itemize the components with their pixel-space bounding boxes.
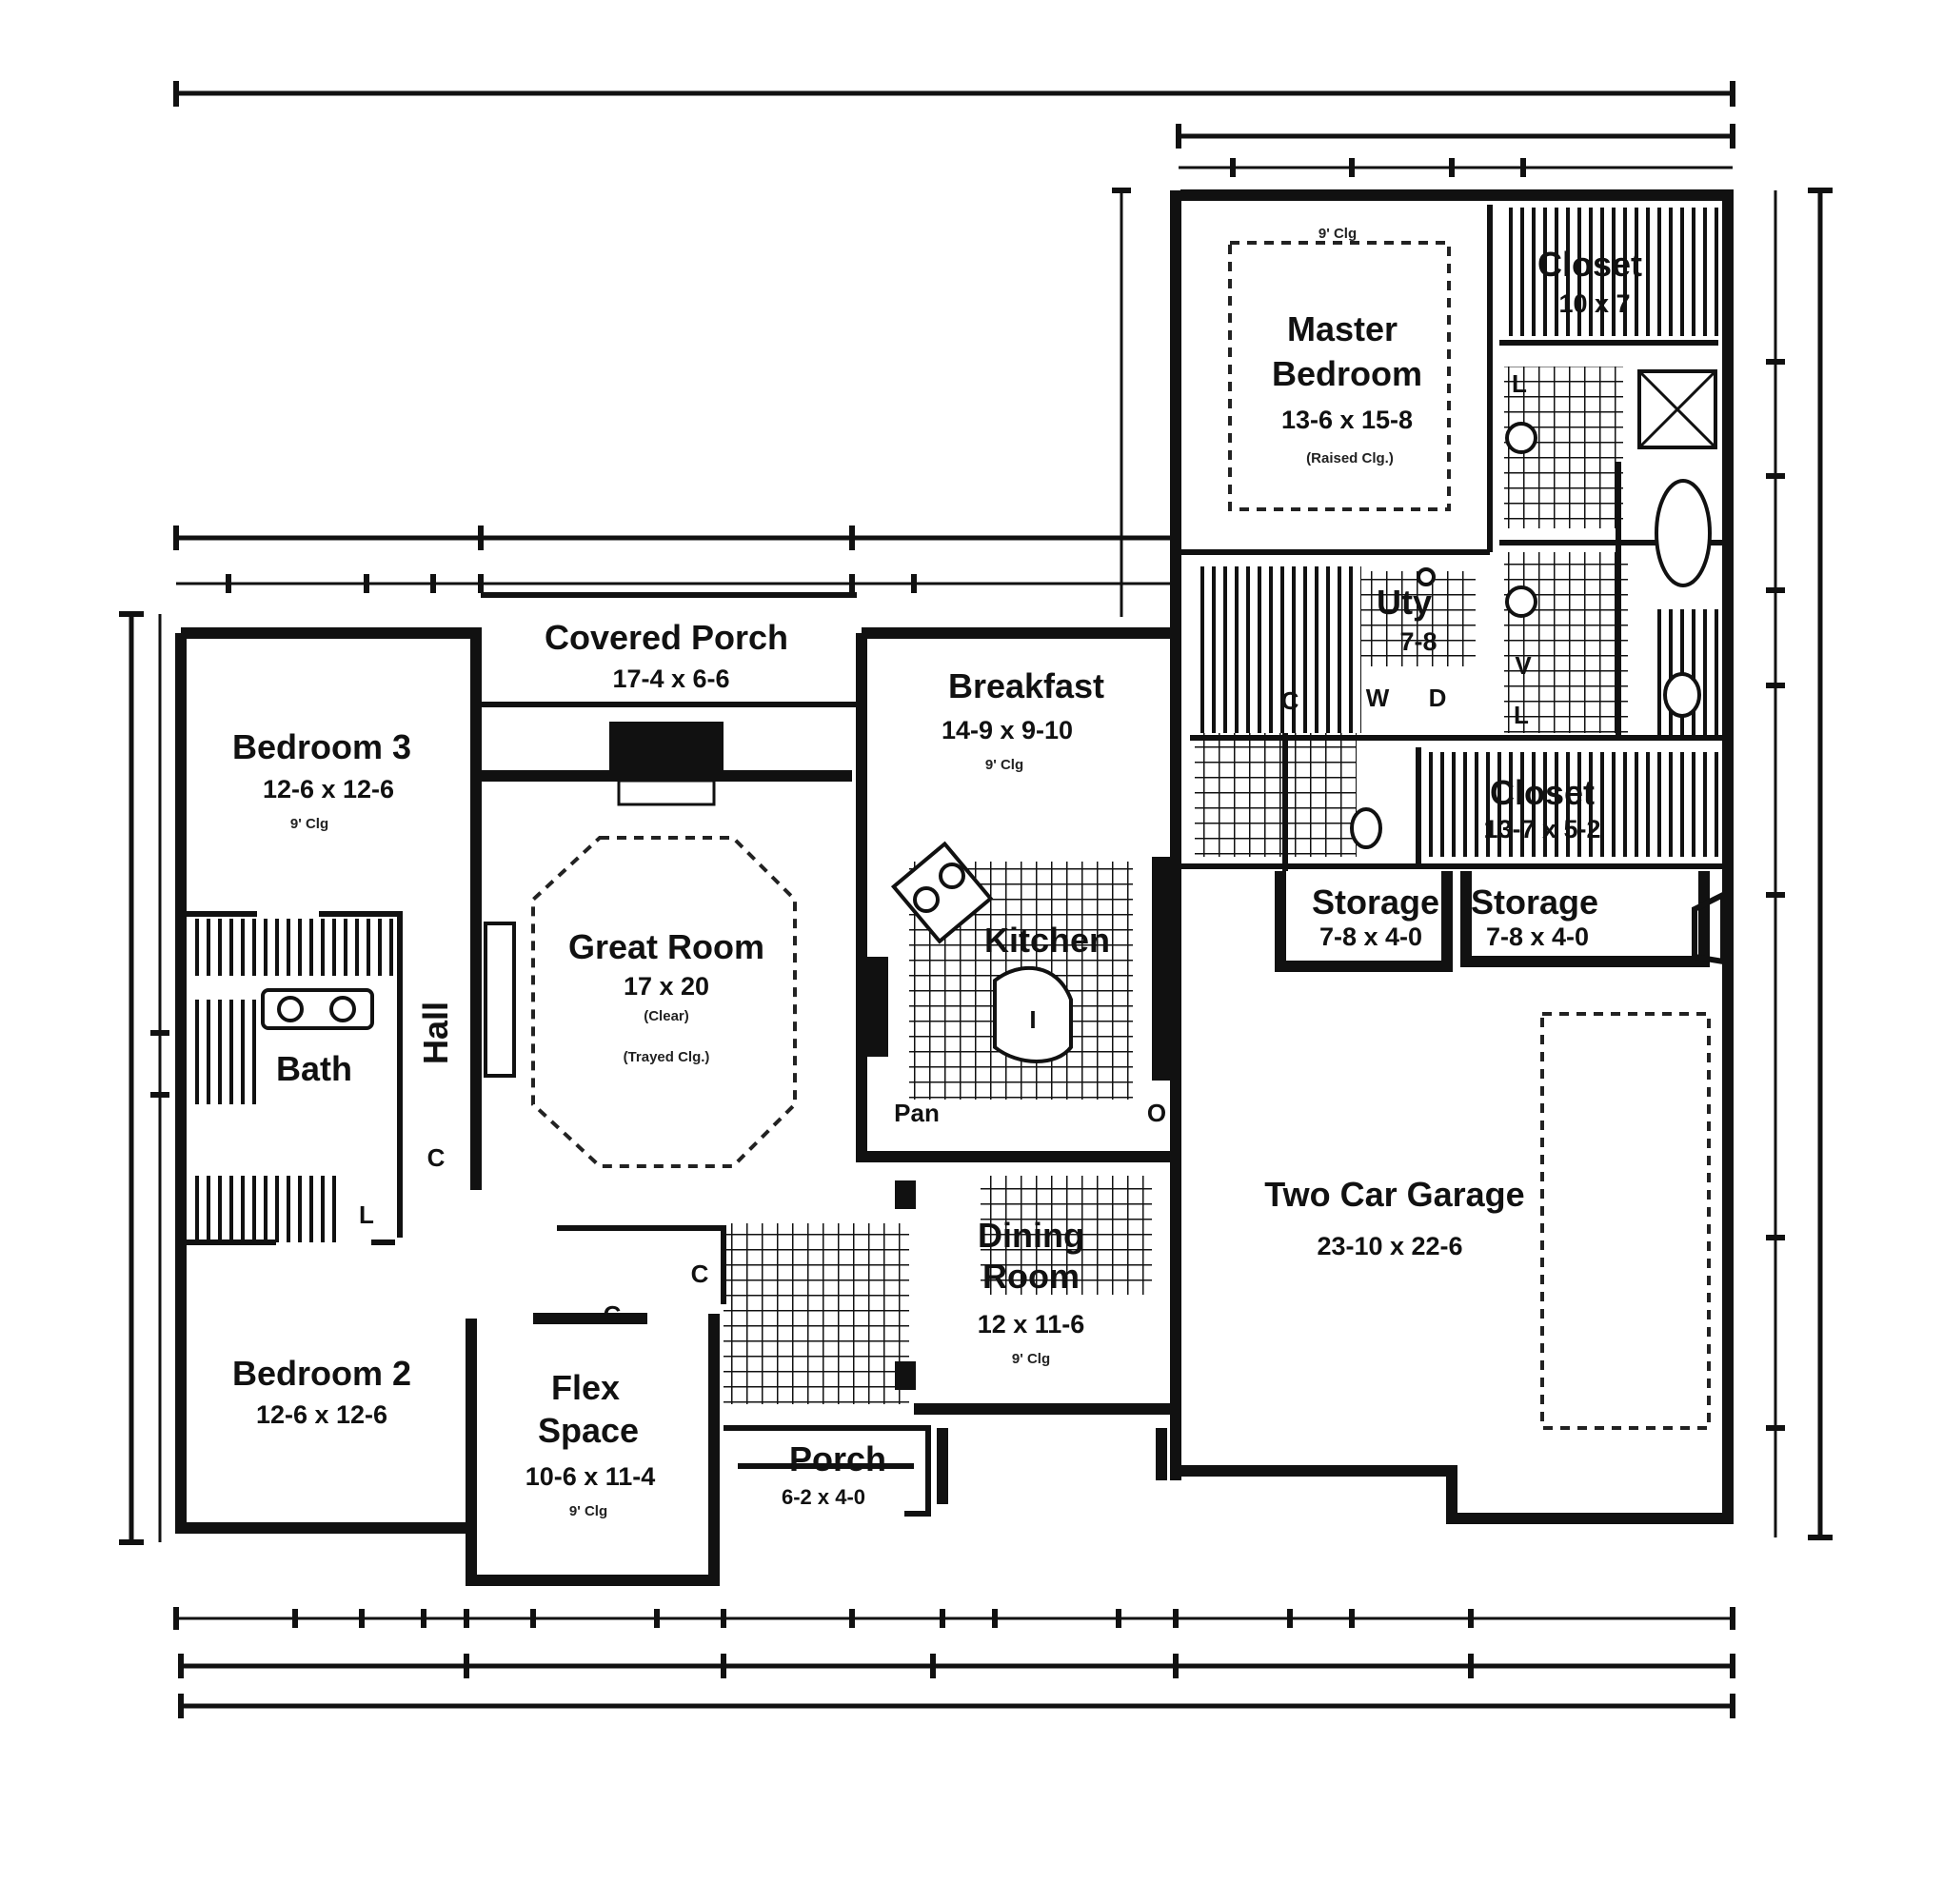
master-note: (Raised Clg.) xyxy=(1306,450,1394,466)
flex-name-line1: Flex xyxy=(551,1368,620,1407)
dining-size: 12 x 11-6 xyxy=(978,1310,1085,1339)
breakfast-name: Breakfast xyxy=(948,666,1104,705)
kitchen-name: Kitchen xyxy=(984,921,1110,960)
bedroom3-size: 12-6 x 12-6 xyxy=(263,775,394,803)
closet-letter-c2: C xyxy=(691,1259,709,1288)
breakfast-size: 14-9 x 9-10 xyxy=(942,716,1073,744)
walls xyxy=(175,189,1734,1586)
linen-letter-2: L xyxy=(1512,369,1527,398)
oven-letter: O xyxy=(1147,1099,1166,1127)
room-labels: Covered Porch 17-4 x 6-6 Breakfast 14-9 … xyxy=(232,226,1642,1519)
bedroom3-note: 9' Clg xyxy=(290,816,328,832)
master-name-line1: Master xyxy=(1287,309,1398,348)
dining-name-line2: Room xyxy=(982,1257,1080,1296)
dining-name-line1: Dining xyxy=(978,1216,1084,1255)
fixture-labels: C W D V L L O I C C C L xyxy=(359,369,1532,1329)
master-closet-name: Closet xyxy=(1537,245,1642,284)
great-room-note: (Clear) xyxy=(644,1008,689,1024)
pantry-name: Pan xyxy=(894,1099,940,1127)
utility-size: 7-8 xyxy=(1399,627,1437,656)
closet-letter-c3: C xyxy=(604,1300,622,1329)
closet2-name: Closet xyxy=(1490,773,1595,812)
closet-letter-c4: C xyxy=(427,1143,446,1172)
master-note-top: 9' Clg xyxy=(1318,226,1357,242)
dryer-letter: D xyxy=(1429,684,1447,712)
closet-letter-c: C xyxy=(1281,686,1299,715)
flex-note: 9' Clg xyxy=(569,1503,607,1519)
porch-size: 6-2 x 4-0 xyxy=(782,1485,865,1509)
master-size: 13-6 x 15-8 xyxy=(1281,406,1413,434)
garage-name: Two Car Garage xyxy=(1264,1175,1524,1214)
master-name-line2: Bedroom xyxy=(1272,354,1422,393)
island-letter: I xyxy=(1029,1005,1036,1034)
great-room-size: 17 x 20 xyxy=(624,972,709,1001)
great-room-name: Great Room xyxy=(568,927,764,966)
porch-name: Porch xyxy=(789,1439,886,1478)
bedroom2-name: Bedroom 2 xyxy=(232,1354,411,1393)
covered-porch-name: Covered Porch xyxy=(545,618,788,657)
bath-name: Bath xyxy=(276,1049,352,1088)
utility-name: Uty xyxy=(1377,583,1432,622)
hall-name: Hall xyxy=(416,1002,455,1064)
linen-letter-3: L xyxy=(359,1200,374,1229)
flex-name-line2: Space xyxy=(538,1411,639,1450)
storage2-name: Storage xyxy=(1471,883,1598,922)
washer-letter: W xyxy=(1366,684,1390,712)
great-room-note2: (Trayed Clg.) xyxy=(624,1049,710,1065)
closet2-size: 13-7 x 5-2 xyxy=(1483,815,1600,843)
fixtures xyxy=(261,369,1717,1030)
linen-letter: L xyxy=(1514,701,1529,729)
flex-size: 10-6 x 11-4 xyxy=(525,1462,656,1491)
dimension-lines xyxy=(119,81,1833,1718)
storage1-size: 7-8 x 4-0 xyxy=(1319,922,1422,951)
garage-size: 23-10 x 22-6 xyxy=(1317,1232,1462,1260)
master-closet-size: 10 x 7 xyxy=(1558,289,1630,318)
bedroom3-name: Bedroom 3 xyxy=(232,727,411,766)
dining-note: 9' Clg xyxy=(1012,1351,1050,1367)
storage2-size: 7-8 x 4-0 xyxy=(1486,922,1589,951)
storage1-name: Storage xyxy=(1312,883,1439,922)
bedroom2-size: 12-6 x 12-6 xyxy=(256,1400,387,1429)
covered-porch-size: 17-4 x 6-6 xyxy=(612,664,729,693)
vanity-letter: V xyxy=(1515,651,1532,680)
breakfast-note: 9' Clg xyxy=(985,757,1023,773)
